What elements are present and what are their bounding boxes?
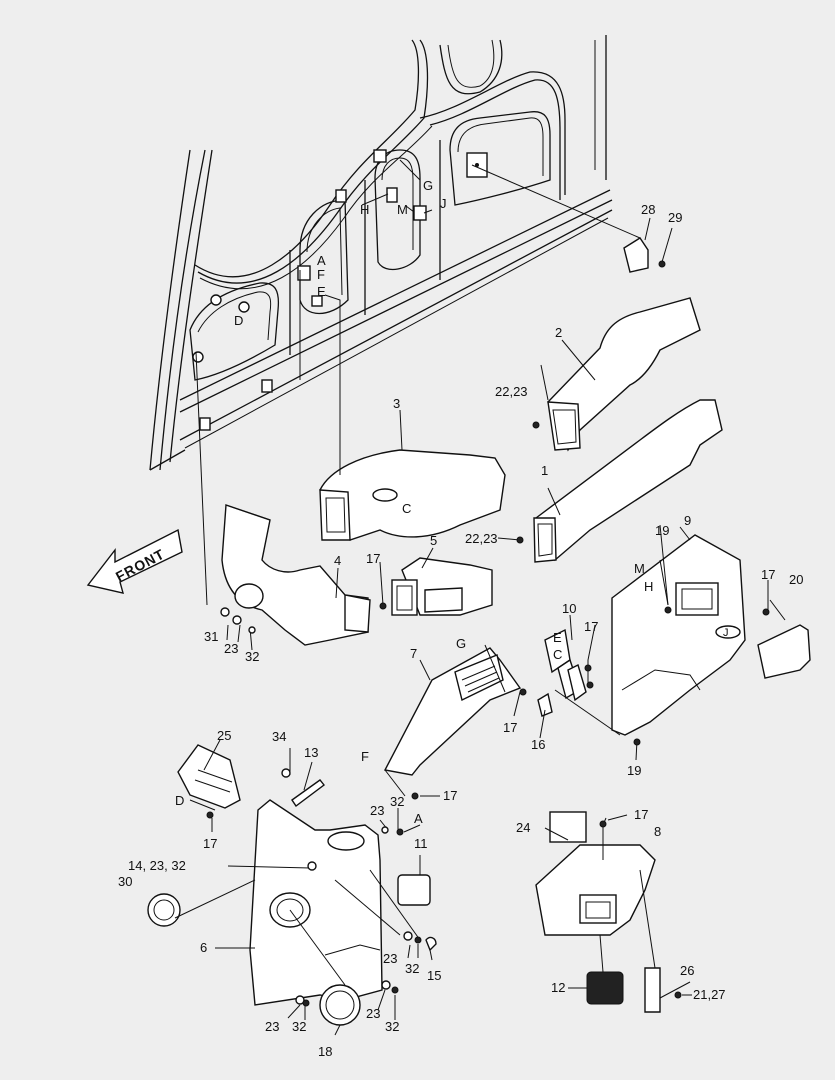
duct-5 xyxy=(391,557,493,616)
callout-16: 16 xyxy=(531,737,545,752)
front-arrow-icon xyxy=(86,528,183,594)
callout-3: 3 xyxy=(393,396,400,411)
duct-3 xyxy=(319,449,506,541)
letter-m-1: M xyxy=(397,202,408,217)
cab-frame xyxy=(149,35,613,471)
callout-32e: 32 xyxy=(385,1019,399,1034)
callout-5: 5 xyxy=(430,533,437,548)
callout-34: 34 xyxy=(272,729,286,744)
letter-e-1: E xyxy=(317,284,326,299)
rod-13 xyxy=(291,779,325,808)
callout-32b: 32 xyxy=(390,794,404,809)
callout-17e: 17 xyxy=(443,788,457,803)
letter-j-2: J xyxy=(723,627,729,639)
letter-d-1: D xyxy=(234,313,243,328)
callout-2: 2 xyxy=(555,325,562,340)
letter-f-2: F xyxy=(361,749,369,764)
callout-11: 11 xyxy=(414,836,428,851)
callout-30: 30 xyxy=(118,874,132,889)
callout-15: 15 xyxy=(427,968,441,983)
part-24 xyxy=(549,811,587,843)
callout-23e: 23 xyxy=(366,1006,380,1021)
callout-29: 29 xyxy=(668,210,682,225)
callout-23d: 23 xyxy=(265,1019,279,1034)
letter-c-2: C xyxy=(553,647,562,662)
callout-10: 10 xyxy=(562,601,576,616)
bracket-26 xyxy=(644,967,661,1013)
callout-19b: 19 xyxy=(627,763,641,778)
callout-32c: 32 xyxy=(405,961,419,976)
letter-h-2: H xyxy=(644,579,653,594)
letter-m-2: M xyxy=(634,561,645,576)
letter-h-1: H xyxy=(360,202,369,217)
duct-1 xyxy=(533,399,723,563)
callout-14-23-32: 14, 23, 32 xyxy=(128,858,186,873)
letter-g-2: G xyxy=(456,636,466,651)
part-20 xyxy=(757,624,811,679)
callout-24: 24 xyxy=(516,820,530,835)
callout-28: 28 xyxy=(641,202,655,217)
duct-7 xyxy=(383,647,522,776)
duct-4 xyxy=(221,504,371,646)
callout-23c: 23 xyxy=(383,951,397,966)
grommet-18 xyxy=(319,984,361,1026)
callout-19a: 19 xyxy=(655,523,669,538)
callout-31: 31 xyxy=(204,629,218,644)
connection-letters: A F E D G H M J C G M H E C F D A J xyxy=(175,178,729,826)
letter-a-1: A xyxy=(317,253,326,268)
callout-17c: 17 xyxy=(584,619,598,634)
callout-17g: 17 xyxy=(634,807,648,822)
letter-c-1: C xyxy=(402,501,411,516)
callout-18: 18 xyxy=(318,1044,332,1059)
callout-4: 4 xyxy=(334,553,341,568)
grommet-30 xyxy=(147,893,181,927)
callout-32a: 32 xyxy=(245,649,259,664)
callout-17f: 17 xyxy=(203,836,217,851)
bracket-10 xyxy=(544,628,587,702)
callout-1: 1 xyxy=(541,463,548,478)
callout-21-27: 21,27 xyxy=(693,987,726,1002)
callout-17a: 17 xyxy=(366,551,380,566)
duct-2 xyxy=(547,297,701,452)
letter-e-2: E xyxy=(553,630,562,645)
letter-j-1: J xyxy=(440,196,447,211)
grille-12 xyxy=(586,971,624,1005)
callout-32d: 32 xyxy=(292,1019,306,1034)
letter-g-1: G xyxy=(423,178,433,193)
part-25 xyxy=(177,744,241,809)
cover-11 xyxy=(397,874,431,906)
panel-9 xyxy=(611,534,746,736)
letter-d-2: D xyxy=(175,793,184,808)
callout-13: 13 xyxy=(304,745,318,760)
callout-25: 25 xyxy=(217,728,231,743)
panel-8 xyxy=(535,844,656,936)
callout-22-23a: 22,23 xyxy=(495,384,528,399)
callout-17d: 17 xyxy=(503,720,517,735)
fasteners xyxy=(206,260,770,1007)
callout-6: 6 xyxy=(200,940,207,955)
callouts: 1 2 3 4 5 6 7 8 9 10 11 12 13 14, 23, 32… xyxy=(118,202,803,1059)
callout-9: 9 xyxy=(684,513,691,528)
letter-f-1: F xyxy=(317,267,325,282)
callout-23a: 23 xyxy=(224,641,238,656)
callout-7: 7 xyxy=(410,646,417,661)
callout-20: 20 xyxy=(789,572,803,587)
callout-23b: 23 xyxy=(370,803,384,818)
pad-28 xyxy=(623,237,649,273)
callout-17b: 17 xyxy=(761,567,775,582)
clip-16 xyxy=(537,692,553,717)
callout-26: 26 xyxy=(680,963,694,978)
letter-a-2: A xyxy=(414,811,423,826)
callout-22-23b: 22,23 xyxy=(465,531,498,546)
callout-8: 8 xyxy=(654,824,661,839)
callout-12: 12 xyxy=(551,980,565,995)
